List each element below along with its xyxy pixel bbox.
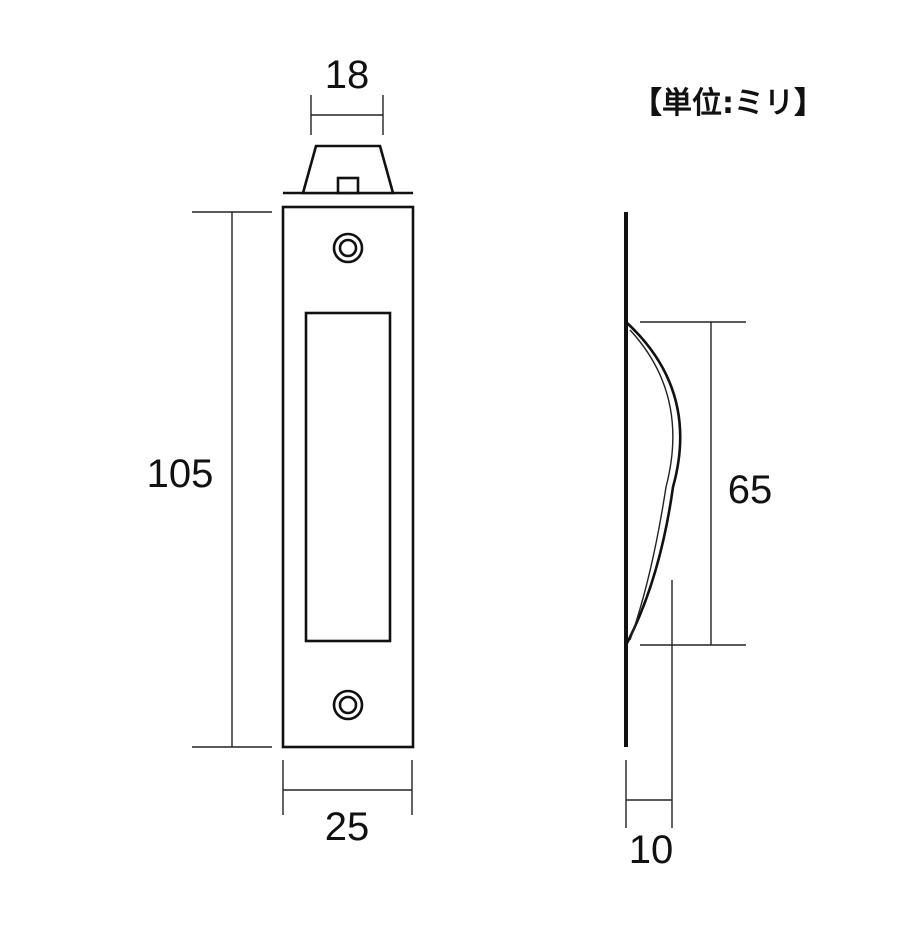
side-view: 65 10 xyxy=(624,212,773,872)
top-screw-hole xyxy=(332,232,364,264)
top-screw-inner xyxy=(338,238,358,258)
dimension-height-label: 105 xyxy=(147,452,214,496)
bottom-screw-hole xyxy=(332,689,364,721)
dimension-depth: 10 xyxy=(625,580,674,872)
latch-tab xyxy=(283,144,413,195)
side-recess-inner xyxy=(629,329,674,641)
side-recess-outer xyxy=(624,321,682,646)
dimension-height: 105 xyxy=(147,211,272,748)
dimension-recess-height-label: 65 xyxy=(728,468,773,512)
dimension-depth-label: 10 xyxy=(629,828,674,872)
latch-tab-body xyxy=(301,144,395,195)
latch-tab-notch xyxy=(336,176,360,195)
center-opening xyxy=(304,311,392,643)
front-view: 18 105 25 xyxy=(147,53,415,849)
dimension-top-width-label: 18 xyxy=(325,53,370,97)
dimension-bottom-width: 25 xyxy=(282,760,413,849)
dimension-top-width: 18 xyxy=(310,53,384,135)
unit-label: 【単位:ミリ】 xyxy=(632,86,824,121)
dimension-recess-height: 65 xyxy=(640,321,773,646)
dimension-bottom-width-label: 25 xyxy=(325,805,370,849)
bottom-screw-inner xyxy=(338,695,358,715)
